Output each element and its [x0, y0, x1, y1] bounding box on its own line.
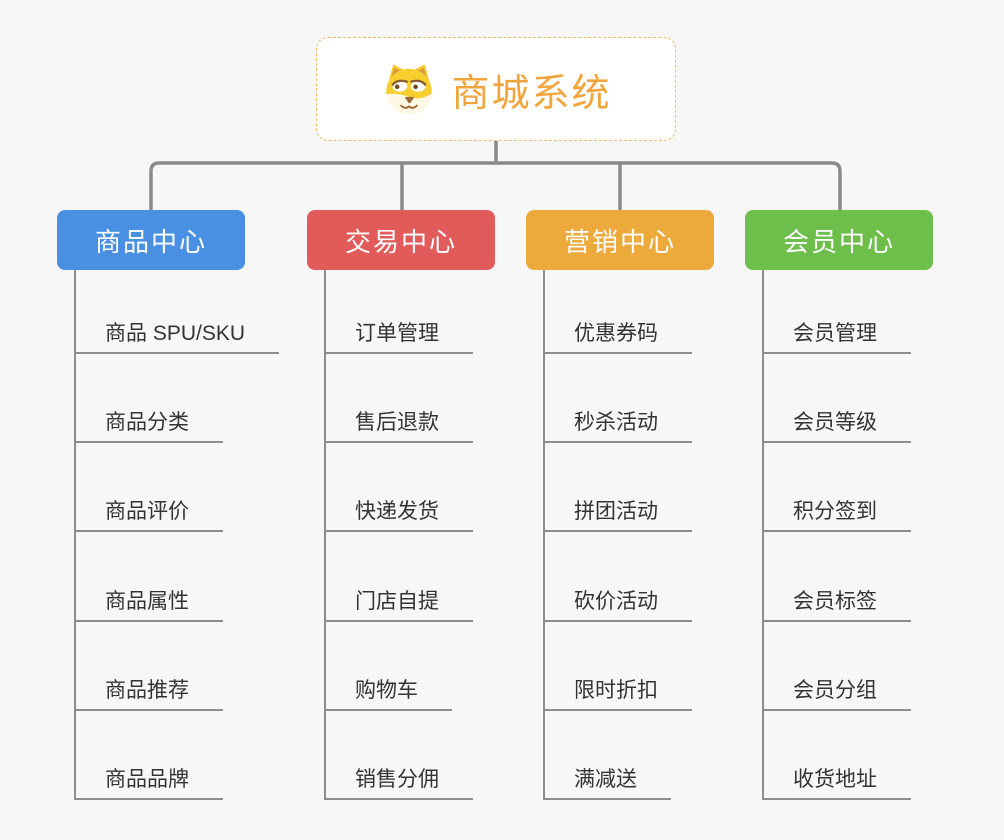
sub-topic-label: 商品分类	[105, 411, 189, 435]
branch-node[interactable]: 商品中心	[57, 210, 245, 270]
branch-connector-line	[74, 270, 76, 800]
sub-topic-label: 商品推荐	[105, 678, 189, 702]
sub-topic-label: 商品 SPU/SKU	[105, 322, 246, 345]
branch-items: 会员管理 会员等级 积分签到 会员标签 会员分组 收货地址	[745, 270, 945, 800]
branch-connector-line	[762, 270, 764, 800]
branch-label: 商品中心	[94, 226, 207, 257]
sub-topic-node[interactable]: 收货地址	[763, 711, 911, 800]
branch-column: 商品中心 商品 SPU/SKU 商品分类 商品评价 商品属性 商品推荐 商品品牌	[57, 210, 280, 800]
sub-topic-label: 秒杀活动	[574, 411, 658, 435]
sub-topic-node[interactable]: 砍价活动	[544, 532, 692, 622]
branch-connector-line	[324, 270, 326, 800]
sub-topic-node[interactable]: 会员管理	[763, 270, 911, 354]
sub-topic-node[interactable]: 秒杀活动	[544, 354, 692, 444]
sub-topic-node[interactable]: 积分签到	[763, 443, 911, 533]
sub-topic-node[interactable]: 满减送	[544, 711, 671, 800]
sub-topic-node[interactable]: 销售分佣	[325, 711, 473, 800]
branch-node[interactable]: 营销中心	[526, 210, 714, 270]
sub-topic-label: 拼团活动	[574, 500, 658, 524]
sub-topic-node[interactable]: 商品评价	[75, 443, 223, 533]
sub-topic-label: 砍价活动	[574, 589, 658, 613]
sub-topic-label: 商品品牌	[105, 767, 189, 791]
branch-items: 商品 SPU/SKU 商品分类 商品评价 商品属性 商品推荐 商品品牌	[57, 270, 280, 800]
sub-topic-label: 优惠券码	[574, 322, 658, 345]
sub-topic-node[interactable]: 商品推荐	[75, 622, 223, 711]
sub-topic-label: 门店自提	[355, 589, 439, 613]
sub-topic-node[interactable]: 售后退款	[325, 354, 473, 444]
sub-topic-node[interactable]: 商品分类	[75, 354, 223, 444]
branch-node[interactable]: 交易中心	[307, 210, 495, 270]
sub-topic-label: 订单管理	[355, 322, 439, 345]
sub-topic-node[interactable]: 快递发货	[325, 443, 473, 533]
sub-topic-label: 商品评价	[105, 500, 189, 524]
branch-label: 营销中心	[563, 226, 676, 257]
root-node[interactable]: 商城系统	[316, 37, 676, 141]
branch-items: 订单管理 售后退款 快递发货 门店自提 购物车 销售分佣	[307, 270, 507, 800]
sub-topic-node[interactable]: 商品品牌	[75, 711, 223, 800]
sub-topic-label: 积分签到	[793, 500, 877, 524]
sub-topic-label: 满减送	[574, 767, 637, 791]
sub-topic-label: 会员标签	[793, 589, 877, 613]
sub-topic-label: 会员等级	[793, 411, 877, 435]
sub-topic-label: 收货地址	[793, 767, 877, 791]
branch-column: 交易中心 订单管理 售后退款 快递发货 门店自提 购物车 销售分佣	[307, 210, 507, 800]
branch-label: 交易中心	[344, 226, 457, 257]
branch-node[interactable]: 会员中心	[745, 210, 933, 270]
sub-topic-label: 会员管理	[793, 322, 877, 345]
branch-items: 优惠券码 秒杀活动 拼团活动 砍价活动 限时折扣 满减送	[526, 270, 726, 800]
root-title: 商城系统	[451, 72, 612, 115]
sub-topic-node[interactable]: 优惠券码	[544, 270, 692, 354]
branch-connector-line	[543, 270, 545, 800]
dog-face-icon	[380, 61, 438, 117]
sub-topic-node[interactable]: 拼团活动	[544, 443, 692, 533]
sub-topic-node[interactable]: 会员分组	[763, 622, 911, 711]
sub-topic-node[interactable]: 订单管理	[325, 270, 473, 354]
sub-topic-node[interactable]: 商品属性	[75, 532, 223, 622]
branch-column: 营销中心 优惠券码 秒杀活动 拼团活动 砍价活动 限时折扣 满减送	[526, 210, 726, 800]
sub-topic-node[interactable]: 门店自提	[325, 532, 473, 622]
branch-label: 会员中心	[782, 226, 895, 257]
sub-topic-label: 快递发货	[355, 500, 439, 524]
sub-topic-node[interactable]: 会员等级	[763, 354, 911, 444]
sub-topic-node[interactable]: 会员标签	[763, 532, 911, 622]
sub-topic-label: 商品属性	[105, 589, 189, 613]
sub-topic-node[interactable]: 购物车	[325, 622, 452, 711]
branch-column: 会员中心 会员管理 会员等级 积分签到 会员标签 会员分组 收货地址	[745, 210, 945, 800]
sub-topic-label: 会员分组	[793, 678, 877, 702]
sub-topic-label: 售后退款	[355, 411, 439, 435]
sub-topic-label: 限时折扣	[574, 678, 658, 702]
sub-topic-node[interactable]: 限时折扣	[544, 622, 692, 711]
sub-topic-label: 销售分佣	[355, 767, 439, 791]
sub-topic-label: 购物车	[355, 678, 418, 702]
sub-topic-node[interactable]: 商品 SPU/SKU	[75, 270, 280, 354]
